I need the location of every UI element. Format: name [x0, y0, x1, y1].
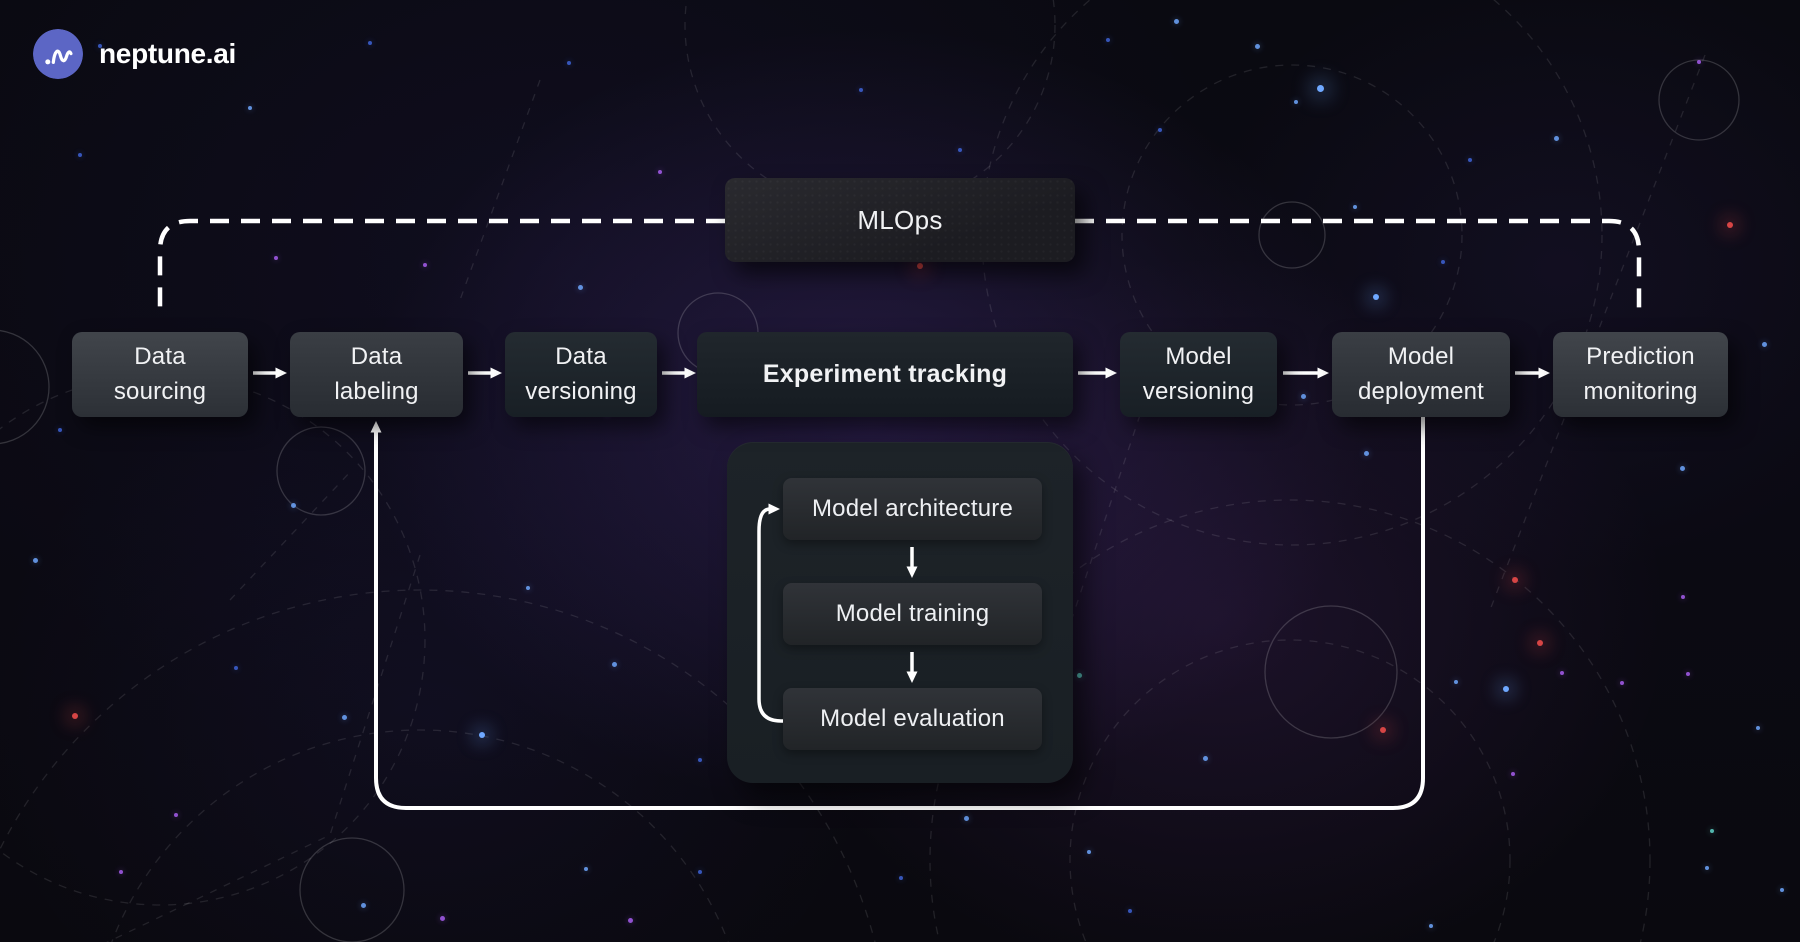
node-model-evaluation: Model evaluation: [783, 688, 1042, 750]
star: [698, 870, 702, 874]
node-mlops: MLOps: [725, 178, 1075, 262]
node-model-deployment: Model deployment: [1332, 332, 1510, 417]
mlops-label: MLOps: [857, 204, 943, 235]
node-model-versioning: Model versioning: [1120, 332, 1277, 417]
neptune-logo-icon: [33, 29, 83, 79]
star: [1454, 680, 1458, 684]
node-prediction-monitoring: Prediction monitoring: [1553, 332, 1728, 417]
star: [1316, 84, 1324, 92]
star: [1353, 205, 1357, 209]
star: [1202, 755, 1208, 761]
star: [1087, 850, 1091, 854]
star: [1373, 294, 1379, 300]
star: [627, 917, 633, 923]
star: [1158, 128, 1162, 132]
star: [1697, 60, 1701, 64]
star: [1128, 909, 1132, 913]
experiment-tracking-panel: Model architecture Model training Model …: [727, 442, 1073, 783]
star: [274, 256, 278, 260]
star: [1681, 595, 1685, 599]
star: [611, 661, 617, 667]
star: [567, 61, 571, 65]
star: [963, 815, 969, 821]
star: [698, 758, 702, 762]
star: [1429, 924, 1433, 928]
star: [1553, 135, 1559, 141]
star: [1173, 18, 1179, 24]
star: [1756, 726, 1760, 730]
star: [917, 263, 923, 269]
node-model-training: Model training: [783, 583, 1042, 645]
star: [1560, 671, 1564, 675]
star: [1761, 341, 1767, 347]
star: [1511, 772, 1515, 776]
node-data-versioning: Data versioning: [505, 332, 657, 417]
star: [368, 41, 372, 45]
star: [1254, 43, 1260, 49]
star: [439, 915, 445, 921]
brand-logo: neptune.ai: [33, 29, 236, 79]
star: [1380, 727, 1386, 733]
star: [577, 284, 583, 290]
brand-name: neptune.ai: [99, 38, 237, 69]
star: [341, 714, 347, 720]
star: [1727, 222, 1733, 228]
star: [1537, 640, 1543, 646]
star: [1679, 465, 1685, 471]
star: [1710, 829, 1714, 833]
star: [58, 428, 62, 432]
star: [1106, 38, 1110, 42]
star: [1780, 888, 1784, 892]
star: [1620, 681, 1624, 685]
node-experiment-tracking: Experiment tracking: [697, 332, 1073, 417]
star: [584, 867, 588, 871]
star: [360, 902, 366, 908]
star: [1300, 393, 1306, 399]
star: [174, 813, 178, 817]
star: [423, 263, 427, 267]
star: [119, 870, 123, 874]
node-data-sourcing: Data sourcing: [72, 332, 248, 417]
star: [526, 586, 530, 590]
star: [1441, 260, 1445, 264]
star: [1686, 672, 1690, 676]
star: [859, 88, 863, 92]
star: [78, 153, 82, 157]
star: [1512, 577, 1518, 583]
star: [1076, 672, 1082, 678]
star: [1294, 100, 1298, 104]
star: [98, 44, 102, 48]
star: [1705, 866, 1709, 870]
node-model-architecture: Model architecture: [783, 478, 1042, 540]
node-data-labeling: Data labeling: [290, 332, 463, 417]
star: [1468, 158, 1472, 162]
star: [290, 502, 296, 508]
star: [958, 148, 962, 152]
star: [1363, 450, 1369, 456]
star: [248, 106, 252, 110]
star: [1503, 686, 1509, 692]
star: [32, 557, 38, 563]
star: [72, 713, 78, 719]
star: [658, 170, 662, 174]
star: [234, 666, 238, 670]
star: [899, 876, 903, 880]
star: [479, 732, 485, 738]
